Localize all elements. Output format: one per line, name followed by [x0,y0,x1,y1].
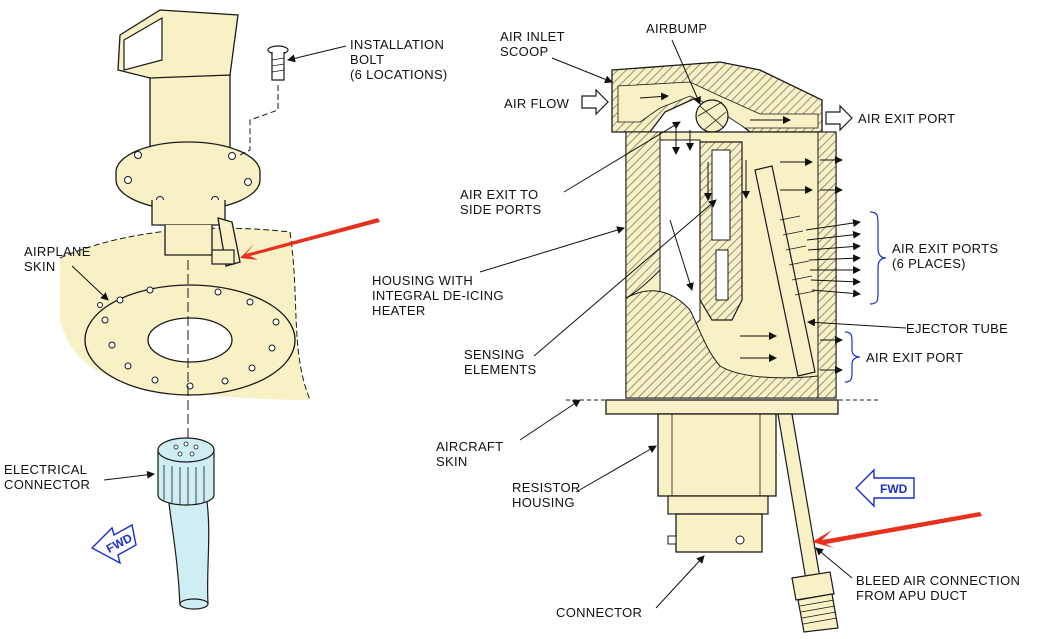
resistor-housing [657,413,777,497]
label-installation-bolt: INSTALLATION BOLT (6 LOCATIONS) [350,37,448,82]
label-bleed-air-connection: BLEED AIR CONNECTION FROM APU DUCT [856,573,1024,603]
label-airbump: AIRBUMP [646,21,707,36]
air-flow-arrow [581,88,609,116]
label-air-exit-port-side: AIR EXIT PORT [866,350,963,365]
sensor-scoop-tube [149,74,231,151]
fwd-badge-right: FWD [855,468,915,508]
electrical-connector-assembly [157,437,215,610]
installation-bolt [237,45,289,157]
label-air-exit-ports-6: AIR EXIT PORTS (6 PLACES) [892,241,1002,271]
right-section-view: FWD [479,39,982,633]
highlight-arrow-left [240,218,380,260]
svg-text:FWD: FWD [880,482,908,496]
connector-body [675,513,763,553]
bleed-air-tube [777,413,821,581]
ejector-tube [754,165,816,377]
label-aircraft-skin: AIRCRAFT SKIN [436,439,507,469]
label-sensing-elements: SENSING ELEMENTS [464,347,537,377]
fwd-badge-left: FWD [90,523,137,565]
label-ejector-tube: EJECTOR TUBE [906,321,1008,336]
label-connector: CONNECTOR [556,605,642,620]
label-air-exit-port-top: AIR EXIT PORT [858,111,955,126]
label-air-inlet-scoop: AIR INLET SCOOP [500,29,569,59]
label-air-flow: AIR FLOW [504,96,570,111]
highlight-arrow-right [812,512,982,548]
label-electrical-connector: ELECTRICAL CONNECTOR [4,462,91,492]
labels: INSTALLATION BOLT (6 LOCATIONS) AIRPLANE… [4,21,1024,620]
label-resistor-housing: RESISTOR HOUSING [512,480,585,510]
bleed-nut [791,571,835,601]
label-housing-with-heater: HOUSING WITH INTEGRAL DE-ICING HEATER [372,273,508,318]
left-installation-view: FWD [59,9,380,610]
label-airplane-skin: AIRPLANE SKIN [24,244,95,274]
label-air-exit-to-side-ports: AIR EXIT TO SIDE PORTS [460,187,542,217]
base-flange [605,399,839,415]
connector-hose [167,494,210,606]
air-exit-port-arrow [825,104,853,132]
